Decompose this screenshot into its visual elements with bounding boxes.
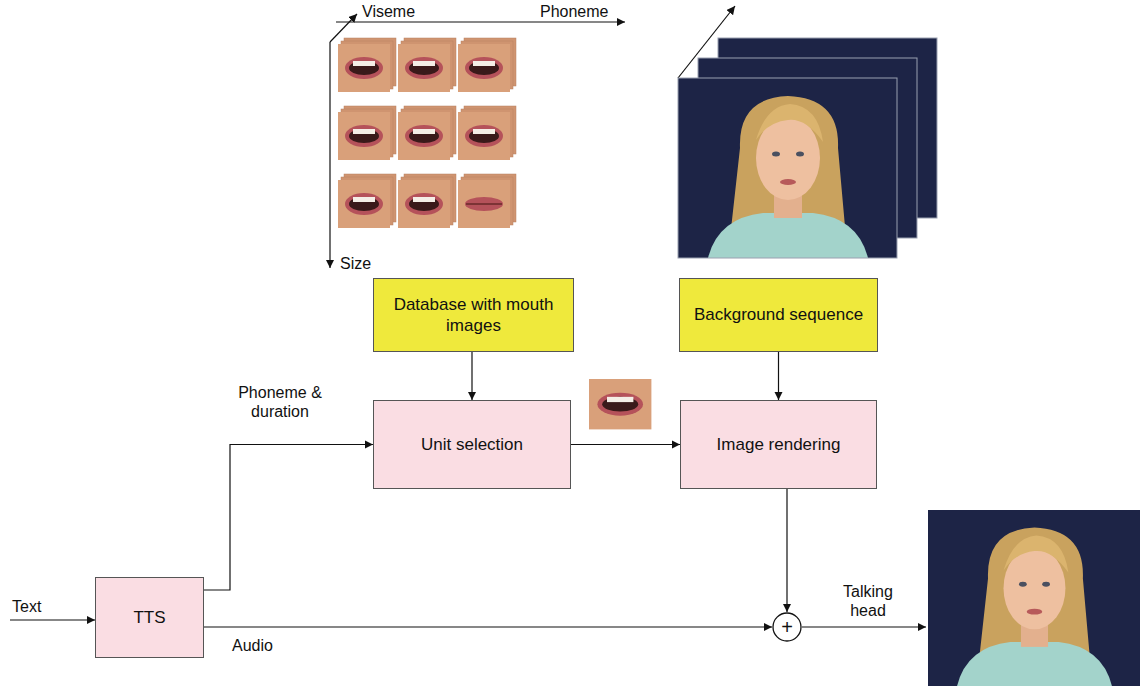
connector-arrow xyxy=(204,445,373,591)
connector-arrow xyxy=(204,626,772,627)
node-text: TTS xyxy=(133,607,165,628)
process-box: TTS xyxy=(95,577,204,658)
database-box: Database with mouth images xyxy=(373,278,574,352)
node-text: + xyxy=(781,617,793,637)
process-box: Image rendering xyxy=(680,400,877,489)
node-text: Unit selection xyxy=(421,434,523,455)
axis-label: Phoneme xyxy=(540,2,609,21)
node-text: Image rendering xyxy=(717,434,841,455)
axis-label: Size xyxy=(340,254,371,273)
axis-label: Viseme xyxy=(362,2,415,21)
edge-label: Phoneme & duration xyxy=(236,383,324,421)
background-box: Background sequence xyxy=(679,278,878,352)
process-box: Unit selection xyxy=(373,400,571,489)
edge-label: Audio xyxy=(232,636,273,655)
axis-label: Talking head xyxy=(836,582,900,620)
connector-arrow xyxy=(778,352,779,400)
connector-arrow xyxy=(571,444,680,445)
node-text: Background sequence xyxy=(694,304,863,325)
connector-arrow xyxy=(471,352,472,400)
connector-arrow xyxy=(786,489,787,612)
axis-label: Text xyxy=(12,597,41,616)
node-text: Database with mouth images xyxy=(384,294,563,337)
sum-circle: + xyxy=(772,612,802,642)
